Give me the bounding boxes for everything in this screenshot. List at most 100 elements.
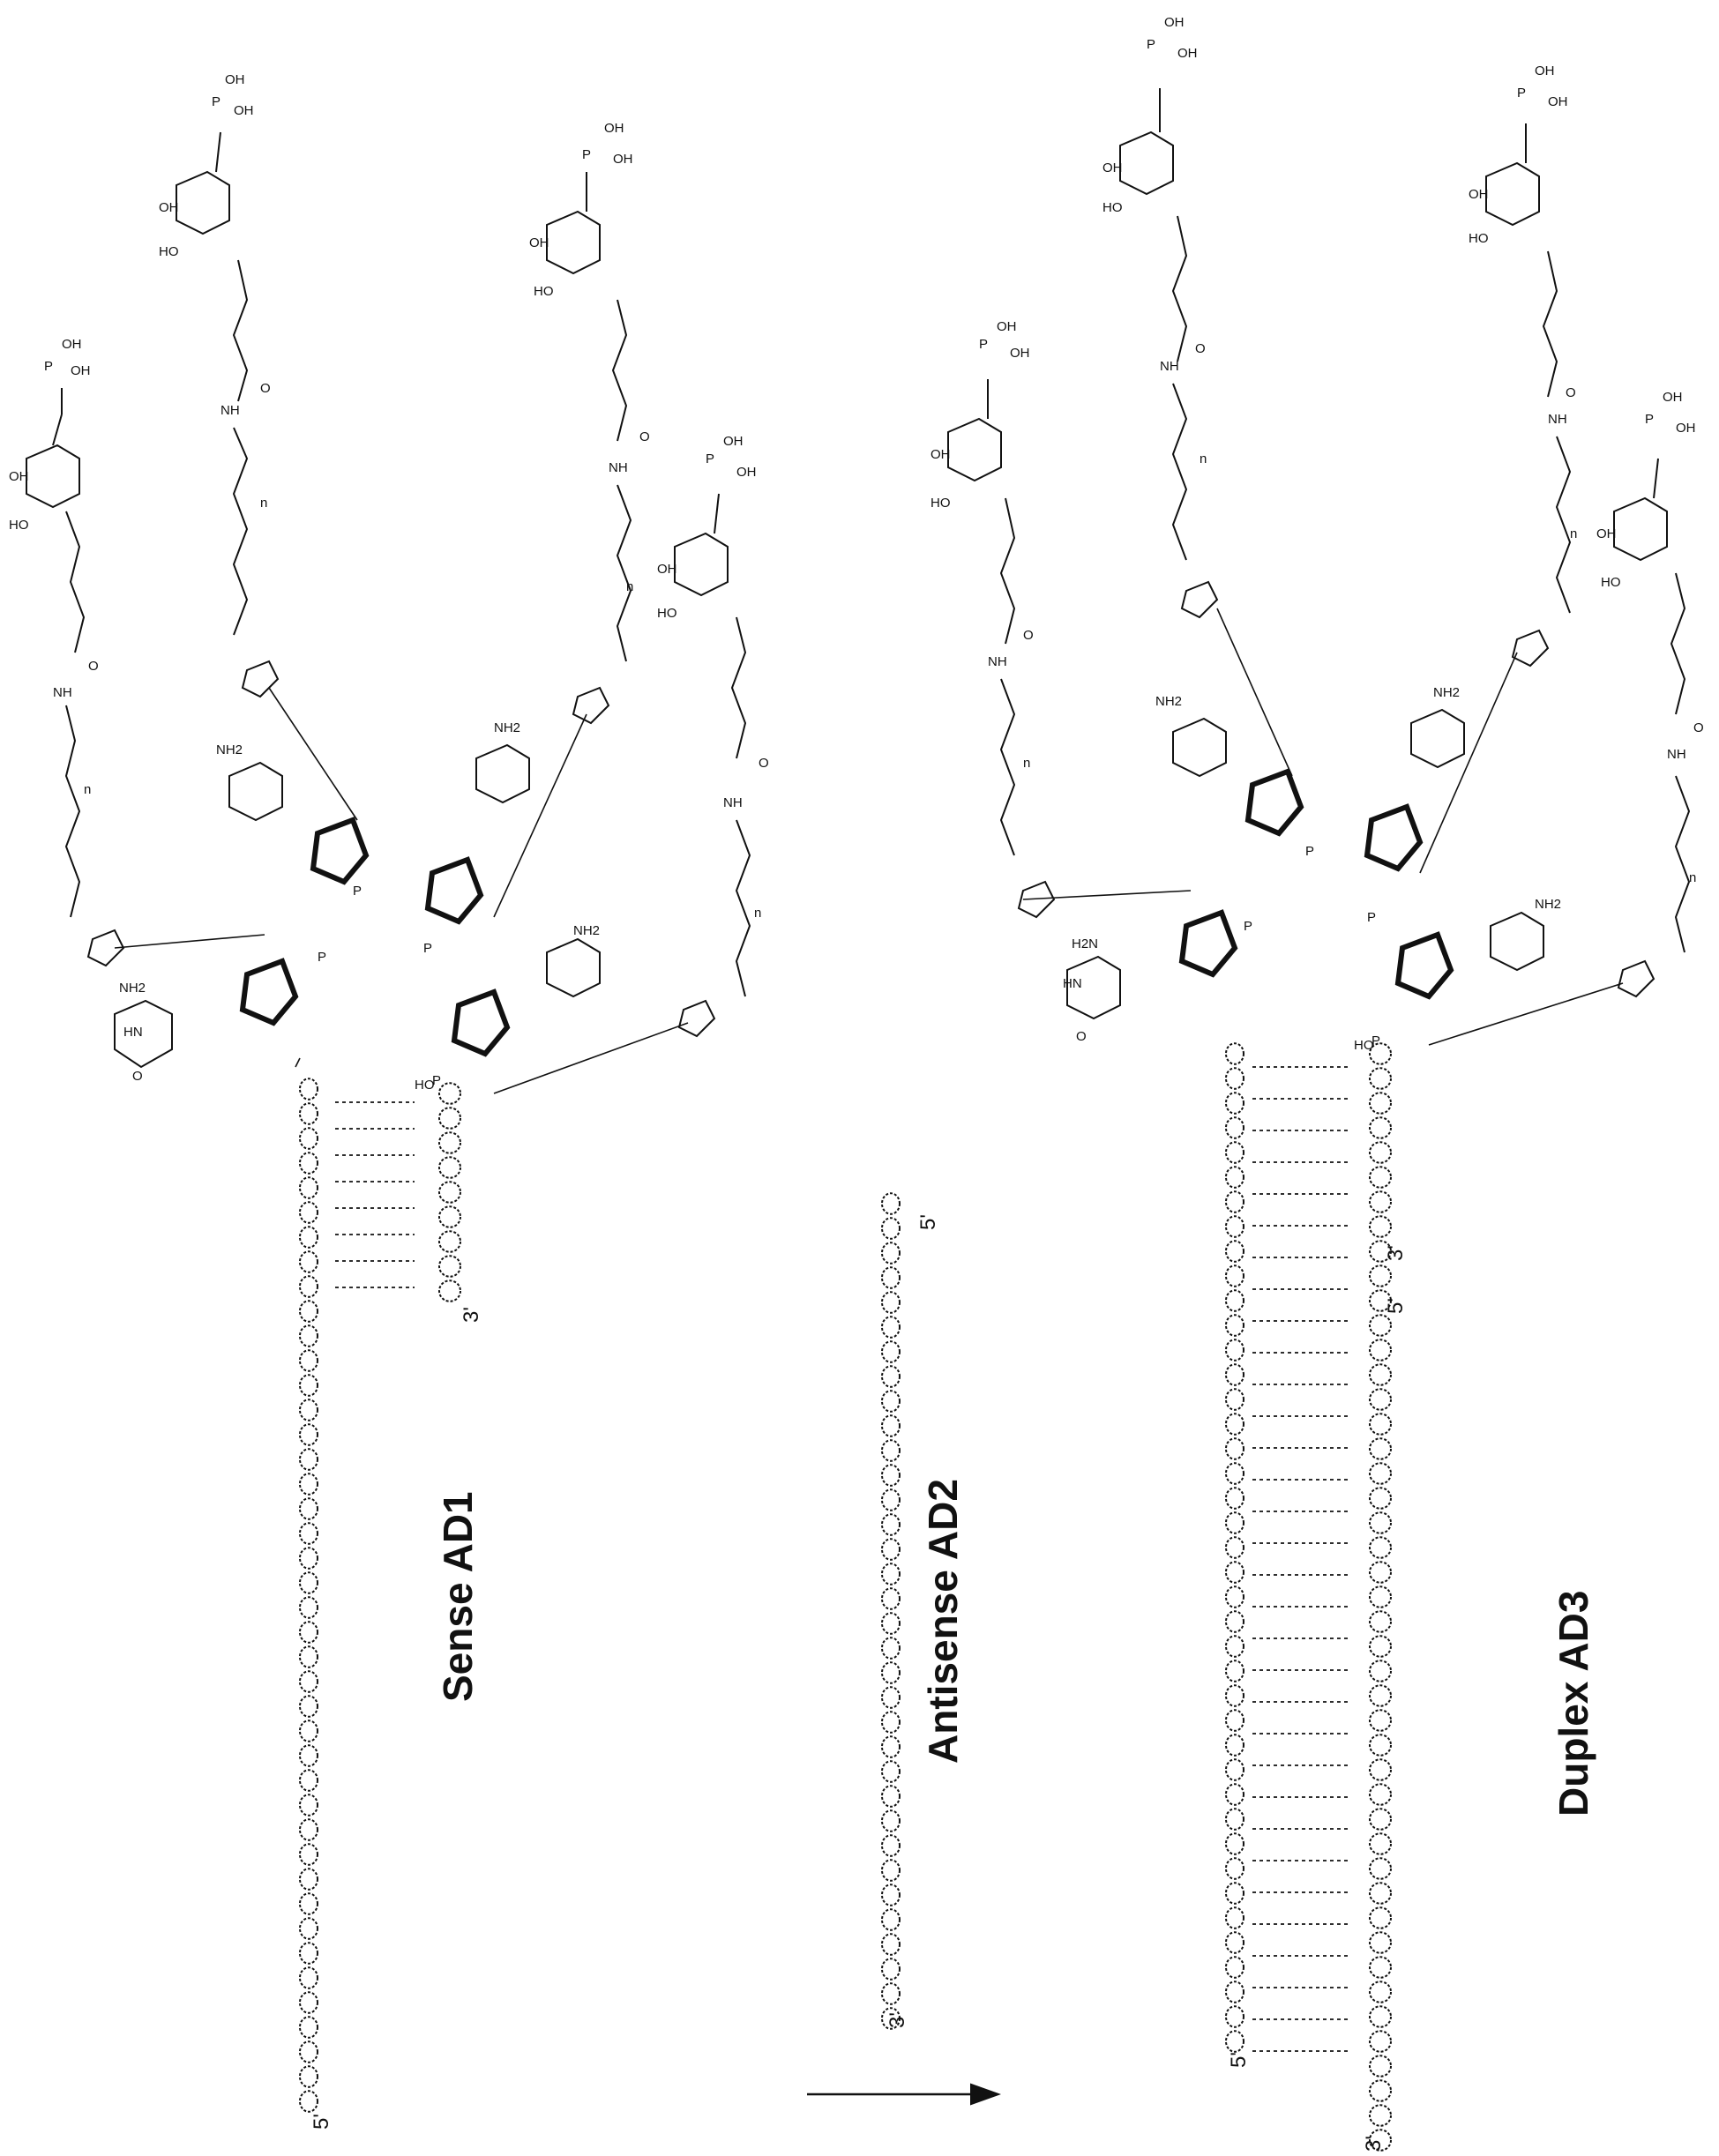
nucleotide-bead xyxy=(1226,1833,1244,1854)
hydroxyl-label: OH xyxy=(1548,94,1568,109)
nucleotide-bead xyxy=(1226,1191,1244,1212)
duplex-strand-b xyxy=(1370,1043,1391,2151)
nucleotide-bead xyxy=(1226,1537,1244,1558)
nucleotide-bead xyxy=(439,1182,460,1203)
nucleotide-bead xyxy=(300,1276,318,1297)
nucleotide-bead xyxy=(300,1424,318,1445)
nucleotide-bead xyxy=(439,1206,460,1227)
hydroxyl-label: OH xyxy=(736,465,757,480)
nucleotide-bead xyxy=(300,1078,318,1100)
nucleotide-bead xyxy=(882,1218,900,1239)
hydroxyl-label: OH xyxy=(1676,421,1696,436)
nucleotide-bead xyxy=(882,1563,900,1585)
hydroxyl-label: OH xyxy=(159,200,179,215)
antisense-strand-ad2 xyxy=(882,1193,900,2029)
nucleotide-bead xyxy=(1370,2105,1391,2126)
nucleotide-bead xyxy=(1370,1191,1391,1212)
amide-nh-label: NH xyxy=(1160,359,1179,374)
hydroxyl-label: OH xyxy=(1469,187,1489,202)
nucleotide-bead xyxy=(1226,1142,1244,1163)
repeat-n-label: n xyxy=(754,906,761,921)
hydroxyl-label: HO xyxy=(9,518,29,533)
nucleotide-bead xyxy=(882,1983,900,2004)
amide-nh-label: NH xyxy=(988,654,1007,669)
sense-3-prime-label: 3' xyxy=(460,1307,483,1323)
phosphorus-label: P xyxy=(318,950,326,965)
nucleotide-bead xyxy=(882,1786,900,1807)
nucleotide-bead xyxy=(1370,1414,1391,1435)
nucleotide-bead xyxy=(1226,1339,1244,1361)
hydroxyl-label: HO xyxy=(1102,200,1123,215)
nucleotide-bead xyxy=(300,1992,318,2013)
hydroxyl-label: OH xyxy=(71,363,91,378)
hydroxyl-label: OH xyxy=(9,469,29,484)
nucleotide-bead xyxy=(1226,1883,1244,1904)
nucleotide-bead xyxy=(1370,1586,1391,1608)
hydroxyl-label: OH xyxy=(657,562,677,577)
nucleotide-bead xyxy=(882,1884,900,1906)
hydroxyl-label: OH xyxy=(723,434,744,449)
nucleotide-bead xyxy=(882,1341,900,1362)
hydroxyl-label: HO xyxy=(1469,231,1489,246)
nucleotide-bead xyxy=(1226,1907,1244,1928)
nucleotide-bead xyxy=(1370,1734,1391,1756)
nucleotide-bead xyxy=(1226,2031,1244,2052)
hydroxyl-label: OH xyxy=(1663,390,1683,405)
nucleotide-bead xyxy=(300,1399,318,1421)
nucleotide-bead xyxy=(439,1280,460,1302)
nucleotide-bead xyxy=(1370,2006,1391,2027)
amino-label: NH2 xyxy=(1433,685,1460,700)
nucleotide-bead xyxy=(1370,1932,1391,1953)
nucleotide-bead xyxy=(1370,1216,1391,1237)
duplex-ligand-cluster: P OH OH OH HO O NH n P OH OH OH HO O NH … xyxy=(931,15,1704,1053)
nucleotide-bead xyxy=(300,1153,318,1174)
nucleotide-bead xyxy=(1370,1364,1391,1385)
nucleotide-bead xyxy=(300,2066,318,2087)
hydroxyl-label: OH xyxy=(1102,160,1123,175)
hydroxyl-label: OH xyxy=(1010,346,1030,361)
nucleotide-bead xyxy=(1226,1315,1244,1336)
nucleotide-bead xyxy=(882,1440,900,1461)
nucleotide-bead xyxy=(300,1770,318,1791)
nucleotide-bead xyxy=(1226,1562,1244,1583)
oxygen-label: O xyxy=(88,659,99,674)
nucleotide-bead xyxy=(300,1548,318,1569)
nucleotide-bead xyxy=(300,1967,318,1988)
hydroxyl-label: OH xyxy=(604,121,624,136)
nucleotide-bead xyxy=(1370,1339,1391,1361)
hydroxyl-label: OH xyxy=(1535,63,1555,78)
hydroxyl-label: HO xyxy=(1601,575,1621,590)
nucleotide-bead xyxy=(1226,1290,1244,1311)
nucleotide-bead xyxy=(1226,1414,1244,1435)
nucleotide-bead xyxy=(882,1613,900,1634)
nucleotide-bead xyxy=(882,1267,900,1288)
nucleotide-bead xyxy=(882,1712,900,1733)
phosphorus-label: P xyxy=(1147,37,1155,52)
nucleotide-bead xyxy=(1370,1389,1391,1410)
nucleotide-bead xyxy=(1370,1117,1391,1138)
nucleotide-bead xyxy=(1370,2031,1391,2052)
nucleotide-bead xyxy=(300,2041,318,2063)
sugar-phosphate-6: P OH OH OH HO O NH n xyxy=(1102,15,1217,617)
antisense-5-prime-label: 5' xyxy=(916,1214,940,1230)
nucleotide-bead xyxy=(439,1157,460,1178)
nucleotide-bead xyxy=(300,1301,318,1322)
nucleotide-bead xyxy=(300,1227,318,1248)
nucleotide-bead xyxy=(439,1132,460,1153)
nucleotide-bead xyxy=(300,1498,318,1519)
oxygen-label: O xyxy=(1195,341,1206,356)
oxygen-label: O xyxy=(639,429,650,444)
nucleotide-bead xyxy=(1370,1833,1391,1854)
sugar-phosphate-1: P OH OH OH HO O NH n xyxy=(9,337,123,966)
amino-label: NH2 xyxy=(573,923,600,938)
nucleotide-bead xyxy=(1370,1710,1391,1731)
amino-label: NH2 xyxy=(119,981,146,996)
hydroxyl-label: OH xyxy=(1164,15,1185,30)
nucleotide-bead xyxy=(1370,2055,1391,2077)
repeat-n-label: n xyxy=(1200,451,1207,466)
nucleotide-bead xyxy=(1370,1858,1391,1879)
oxygen-label: O xyxy=(1566,385,1576,400)
hydroxyl-label: OH xyxy=(1177,46,1198,61)
nucleotide-bead xyxy=(882,1810,900,1831)
oxygen-label: O xyxy=(1693,720,1704,735)
